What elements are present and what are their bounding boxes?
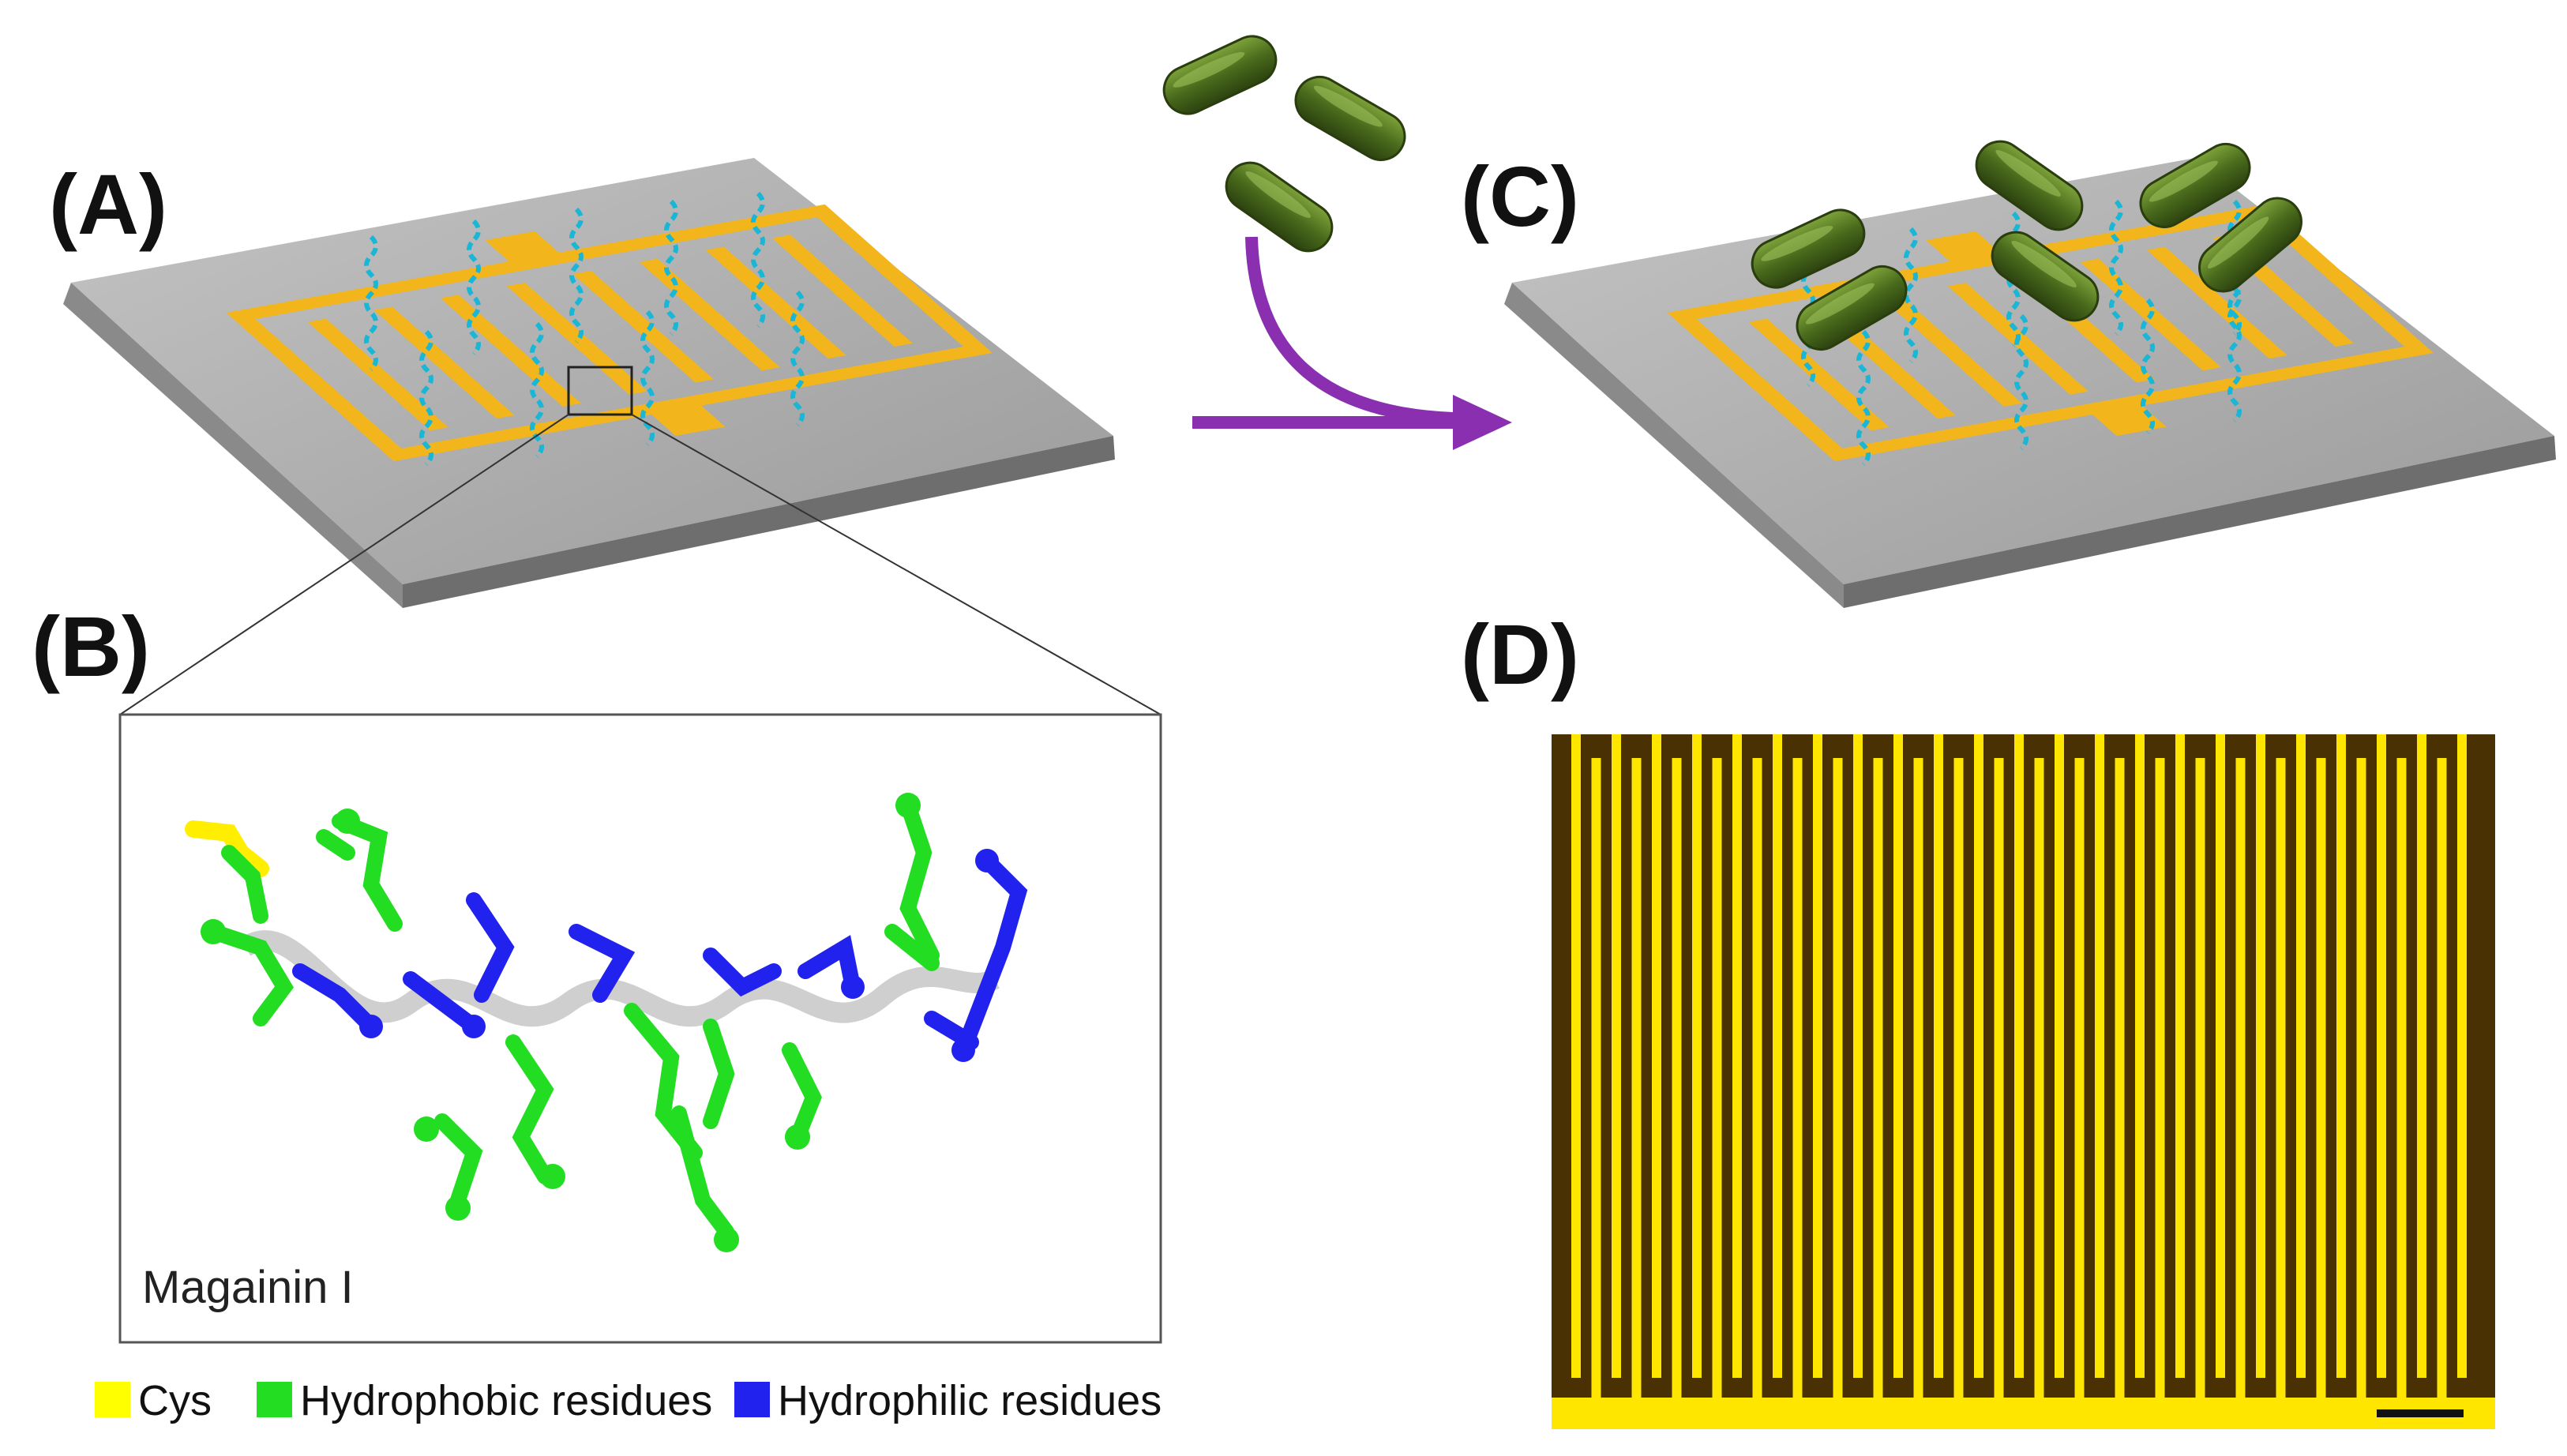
electrode-finger <box>1913 758 1923 1402</box>
electrode-finger <box>1893 734 1903 1378</box>
electrode-finger <box>2014 734 2024 1378</box>
electrode-finger <box>1732 734 1742 1378</box>
curved-arrow-icon <box>1192 236 1512 450</box>
hydrophilic-residues <box>292 853 1028 1058</box>
device-a <box>63 158 1162 715</box>
electrode-finger <box>1672 758 1682 1402</box>
legend: Cys Hydrophobic residues Hydrophilic res… <box>95 1377 1162 1424</box>
panel-label-b: (B) <box>32 599 150 694</box>
legend-label-cys: Cys <box>138 1377 212 1424</box>
electrode-finger <box>2377 734 2386 1378</box>
electrode-finger <box>1591 758 1601 1402</box>
electrode-finger <box>2296 734 2306 1378</box>
panel-label-a: (A) <box>49 156 167 252</box>
legend-label-hydrophobic: Hydrophobic residues <box>300 1377 712 1424</box>
panel-label-c: (C) <box>1461 148 1579 244</box>
electrode-finger <box>2055 734 2064 1378</box>
electrode-finger <box>2074 758 2085 1402</box>
electrode-finger <box>1853 734 1863 1378</box>
legend-label-hydrophilic: Hydrophilic residues <box>778 1377 1162 1424</box>
electrode-finger <box>1974 734 1983 1378</box>
electrode-finger <box>2095 734 2104 1378</box>
electrode-finger <box>2256 734 2265 1378</box>
panel-label-d: (D) <box>1461 606 1579 702</box>
scale-bar <box>2377 1409 2464 1417</box>
electrode-finger <box>1833 758 1843 1402</box>
electrode-finger <box>2457 734 2467 1378</box>
electrode-finger <box>2417 734 2426 1378</box>
electrode-finger <box>2316 758 2326 1402</box>
electrode-finger <box>2216 734 2225 1378</box>
substrate-edge-right <box>403 436 1115 608</box>
electrode-finger <box>2135 734 2145 1378</box>
inset-panel-b: Magainin I <box>118 713 1162 1344</box>
electrode-finger <box>1571 734 1581 1378</box>
electrode-finger <box>1873 758 1883 1402</box>
electrode-finger <box>2115 758 2125 1402</box>
electrode-finger <box>1813 734 1822 1378</box>
electrode-a <box>226 204 993 462</box>
legend-swatch-cys <box>95 1382 130 1417</box>
electrode-finger <box>2034 758 2044 1402</box>
electrode-finger <box>1752 758 1762 1402</box>
electrode-finger <box>2336 734 2346 1378</box>
electrode-finger <box>1773 734 1782 1378</box>
electrode-finger <box>1612 734 1621 1378</box>
legend-swatch-hydrophobic <box>257 1382 292 1417</box>
hydrophobic-residues <box>205 797 940 1240</box>
electrode-finger <box>2437 758 2447 1402</box>
micrograph-d <box>1552 734 2495 1429</box>
inset-title: Magainin I <box>142 1262 354 1313</box>
zoom-box <box>567 366 633 416</box>
free-bacteria <box>1154 27 1415 262</box>
substrate-top <box>71 158 1113 584</box>
device-c <box>1504 130 2556 608</box>
electrode-finger <box>1792 758 1803 1402</box>
electrode-finger <box>2356 758 2366 1402</box>
electrode-finger <box>2155 758 2165 1402</box>
legend-swatch-hydrophilic <box>734 1382 770 1417</box>
electrode-finger <box>2235 758 2246 1402</box>
electrode-finger <box>1631 758 1642 1402</box>
electrode-finger <box>2175 734 2185 1378</box>
cys-residue <box>185 820 269 877</box>
electrode-finger <box>1692 734 1702 1378</box>
electrode-finger <box>2396 758 2407 1402</box>
electrode-finger <box>2195 758 2205 1402</box>
electrode-finger <box>1994 758 2004 1402</box>
micrograph-fingers <box>1571 734 2467 1402</box>
electrode-finger <box>1934 734 1943 1378</box>
electrode-finger <box>1712 758 1722 1402</box>
electrode-finger <box>1953 758 1964 1402</box>
electrode-finger <box>2276 758 2286 1402</box>
electrode-finger <box>1652 734 1661 1378</box>
substrate-edge-left <box>63 283 403 608</box>
